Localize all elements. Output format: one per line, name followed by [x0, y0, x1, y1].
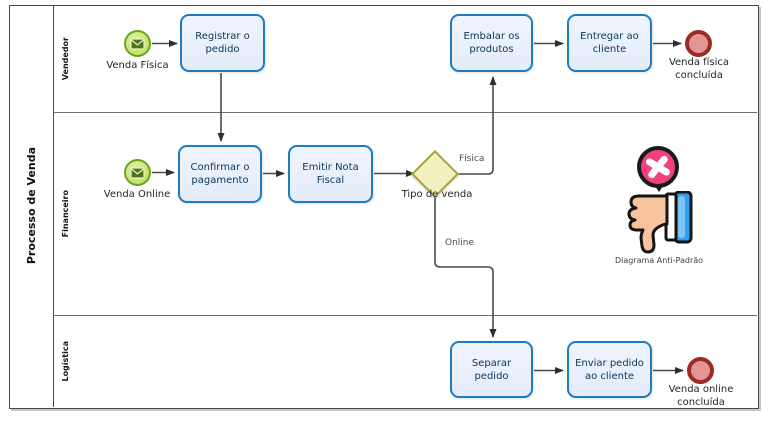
start-event-label-venda-online: Venda Online — [103, 189, 171, 200]
task-label: Confirmar o pagamento — [190, 162, 250, 186]
flow-label-online: Online — [445, 238, 475, 248]
pool-title-band: Processo de Venda — [9, 5, 53, 407]
task-label: Registrar o pedido — [195, 31, 250, 55]
end-event-venda-fisica[interactable] — [685, 30, 712, 57]
lane-logistica: Logística — [53, 315, 77, 407]
task-label: Embalar os produtos — [463, 31, 520, 55]
task-label: Enviar pedido ao cliente — [575, 357, 644, 382]
task-embalar-os-produtos[interactable]: Embalar os produtos — [450, 14, 533, 72]
task-entregar-ao-cliente[interactable]: Entregar ao cliente — [567, 14, 652, 72]
end-event-label-venda-online: Venda online concluída — [668, 384, 734, 408]
message-icon — [130, 37, 145, 50]
flow-label-fisica: Física — [459, 154, 485, 164]
start-event-label-venda-fisica: Venda Física — [106, 60, 169, 71]
pool-title-band-divider — [53, 5, 54, 407]
message-icon — [130, 166, 145, 179]
lane-vendedor: Vendedor — [53, 5, 77, 112]
start-event-venda-fisica[interactable] — [124, 30, 151, 57]
task-label: Separar pedido — [471, 357, 512, 382]
task-enviar-pedido-ao-cliente[interactable]: Enviar pedido ao cliente — [567, 341, 652, 398]
anti-pattern-badge — [636, 145, 680, 192]
pool-title: Processo de Venda — [24, 147, 38, 265]
task-confirmar-o-pagamento[interactable]: Confirmar o pagamento — [178, 145, 262, 203]
lane-label-financeiro: Financeiro — [60, 189, 70, 238]
thumbs-down-icon — [621, 190, 693, 255]
task-label: Emitir Nota Fiscal — [302, 162, 359, 186]
task-emitir-nota-fiscal[interactable]: Emitir Nota Fiscal — [288, 145, 373, 203]
end-event-venda-online[interactable] — [687, 357, 714, 384]
lane-divider-financeiro-logistica — [53, 315, 757, 316]
lane-divider-vendedor-financeiro — [53, 112, 757, 113]
end-event-label-venda-fisica: Venda física concluída — [668, 57, 730, 81]
lane-label-logistica: Logística — [60, 340, 70, 382]
task-registrar-o-pedido[interactable]: Registrar o pedido — [180, 14, 265, 72]
start-event-venda-online[interactable] — [124, 159, 151, 186]
lane-label-vendedor: Vendedor — [60, 36, 70, 81]
lane-financeiro: Financeiro — [53, 112, 77, 315]
sticker-label: Diagrama Anti-Padrão — [614, 256, 704, 265]
task-label: Entregar ao cliente — [580, 31, 639, 55]
task-separar-pedido[interactable]: Separar pedido — [450, 341, 533, 398]
gateway-label: Tipo de venda — [401, 189, 473, 200]
circle-x-icon — [637, 146, 679, 192]
